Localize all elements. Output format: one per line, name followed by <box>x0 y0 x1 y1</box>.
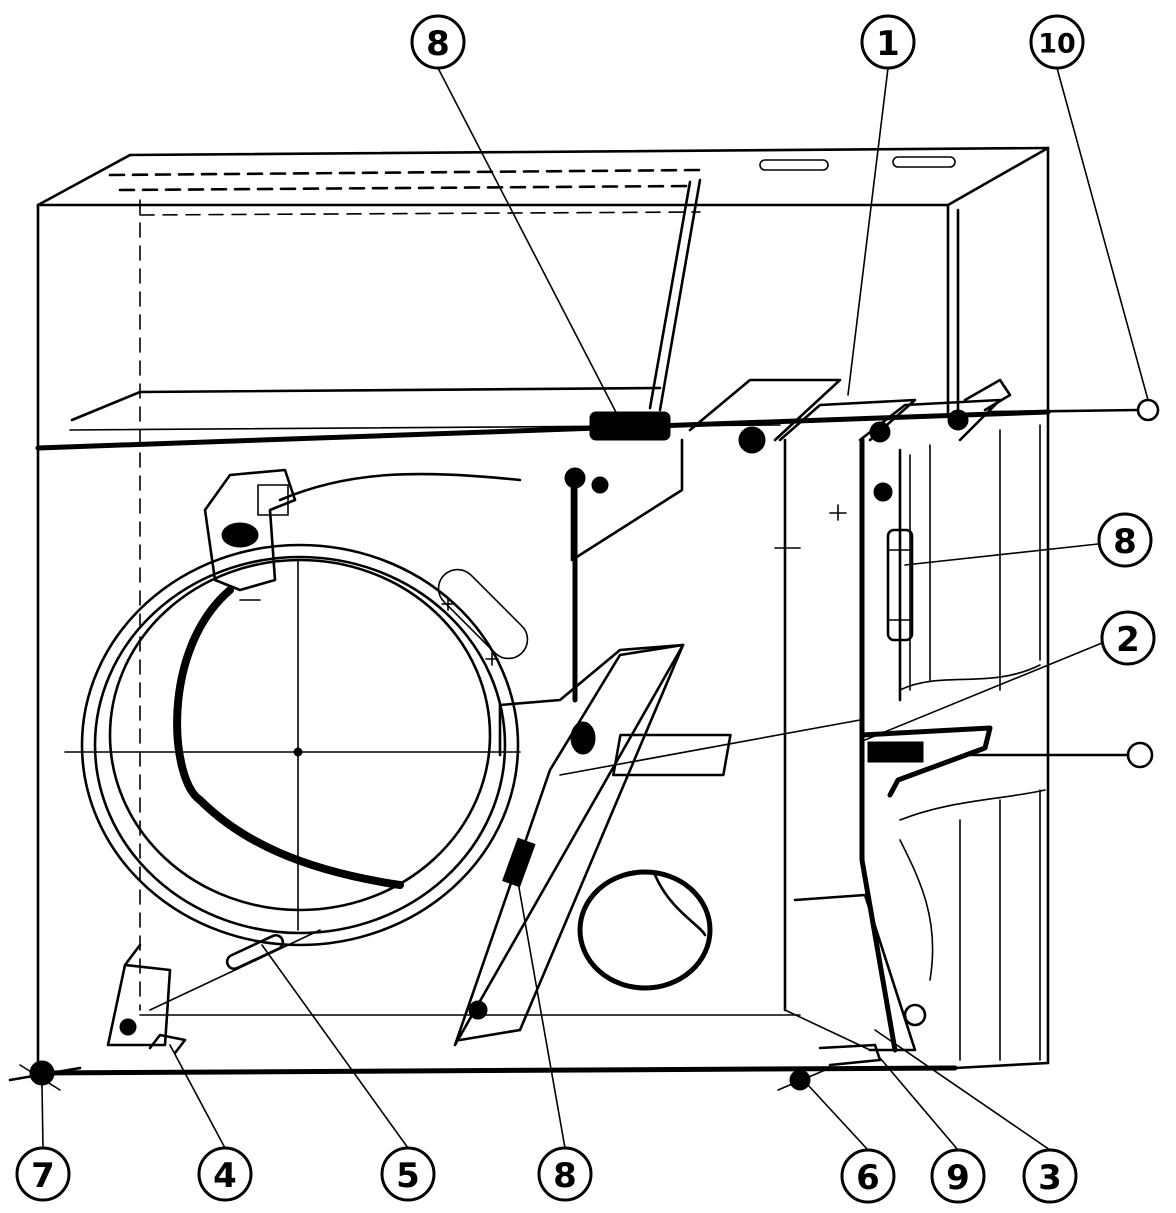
bottom-left-feet <box>8 943 187 1091</box>
callout-9: 9 <box>930 1148 986 1204</box>
callout-6: 6 <box>840 1148 896 1204</box>
top-vent-slots <box>108 156 956 192</box>
callout-label: 3 <box>1038 1158 1062 1198</box>
callout-3: 3 <box>1022 1148 1078 1204</box>
right-side-slats <box>899 424 1046 1061</box>
ring-bracket <box>203 468 522 592</box>
callout-7: 7 <box>15 1146 71 1202</box>
callout-5: 5 <box>380 1146 436 1202</box>
callout-label: 2 <box>1116 620 1140 660</box>
middle-hinge <box>612 725 1154 798</box>
callout-label: 1 <box>876 24 900 64</box>
callout-label: 8 <box>1113 522 1137 562</box>
callout-4: 4 <box>197 1146 253 1202</box>
callout-1: 1 <box>860 14 916 70</box>
top-hinge-assembly <box>589 378 1160 454</box>
callout-label: 9 <box>946 1158 970 1198</box>
callout-8-right: 8 <box>1097 512 1153 568</box>
callout-label: 5 <box>396 1156 420 1196</box>
center-sheet <box>564 438 684 703</box>
callout-label: 8 <box>426 24 450 64</box>
leader-lines <box>41 67 1149 1151</box>
drum-ring <box>64 543 529 947</box>
cabinet-frame <box>35 146 1050 1076</box>
triangular-deflector <box>453 643 861 1047</box>
callout-label: 6 <box>856 1158 880 1198</box>
callout-label: 10 <box>1038 29 1076 60</box>
bottom-right-foot <box>777 1003 927 1091</box>
callout-8-bottom: 8 <box>537 1146 593 1202</box>
callout-label: 7 <box>31 1156 55 1196</box>
handle-bar <box>149 929 321 1011</box>
callout-label: 8 <box>553 1156 577 1196</box>
callout-2: 2 <box>1100 610 1156 666</box>
round-opening <box>577 869 713 991</box>
callout-8-top: 8 <box>410 14 466 70</box>
callout-label: 4 <box>213 1156 237 1196</box>
callout-10: 10 <box>1029 14 1085 70</box>
shelf-panel <box>35 178 1051 451</box>
spring-component <box>873 448 914 702</box>
right-strut <box>774 437 917 1053</box>
